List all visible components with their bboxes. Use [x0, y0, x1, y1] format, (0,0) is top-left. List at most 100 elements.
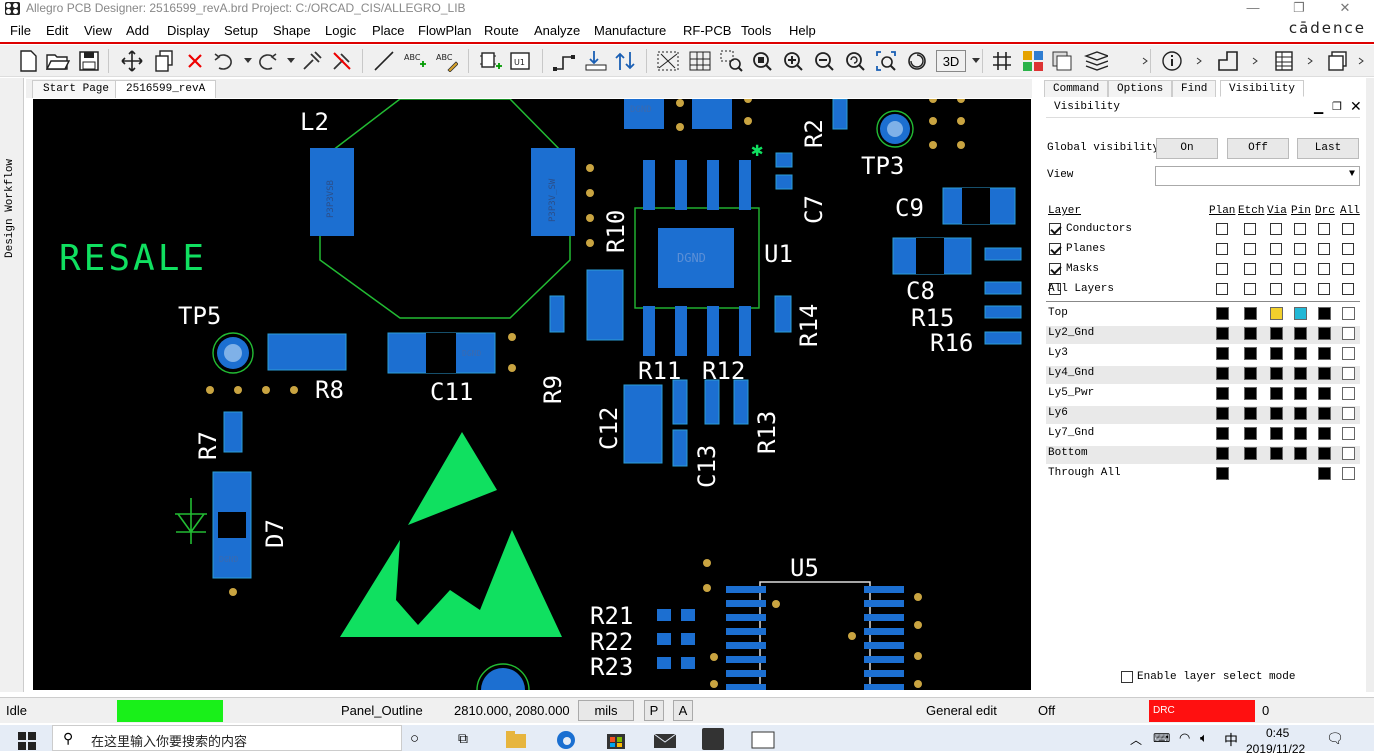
network-device-icon[interactable]: ⌨	[1153, 731, 1171, 745]
menu-help[interactable]: Help	[789, 23, 816, 38]
layer-color-swatch[interactable]	[1318, 427, 1331, 440]
menu-display[interactable]: Display	[167, 23, 210, 38]
toolbar-overflow-icon[interactable]	[1188, 49, 1212, 73]
zoom-previous-icon[interactable]	[843, 49, 867, 73]
layer-color-swatch[interactable]	[1294, 307, 1307, 320]
pad[interactable]	[984, 281, 1022, 295]
layer-color-swatch[interactable]	[1294, 387, 1307, 400]
pad[interactable]	[832, 99, 848, 130]
redo-dropdown-icon[interactable]	[279, 49, 303, 73]
tab-command[interactable]: Command	[1044, 80, 1109, 97]
layer-stack-icon[interactable]	[1084, 49, 1108, 73]
layer-color-swatch[interactable]	[1244, 347, 1257, 360]
new-file-icon[interactable]	[16, 49, 40, 73]
layer-color-swatch[interactable]	[1216, 327, 1229, 340]
panel-scrollbar[interactable]	[1366, 78, 1374, 692]
layer-color-swatch[interactable]	[1270, 447, 1283, 460]
group-column-checkbox[interactable]	[1342, 263, 1354, 275]
toolbar-overflow-icon[interactable]	[1350, 49, 1374, 73]
menu-tools[interactable]: Tools	[741, 23, 772, 38]
r13-pad[interactable]	[733, 379, 749, 425]
layer-color-swatch[interactable]	[1216, 407, 1229, 420]
move-icon[interactable]	[120, 49, 144, 73]
zoom-out-icon[interactable]	[812, 49, 836, 73]
import-logic-icon[interactable]	[584, 49, 608, 73]
layer-color-swatch[interactable]	[1294, 347, 1307, 360]
group-checkbox[interactable]	[1049, 283, 1061, 295]
add-line-icon[interactable]	[372, 49, 396, 73]
layer-color-swatch[interactable]	[1294, 447, 1307, 460]
layer-color-swatch[interactable]	[1294, 327, 1307, 340]
taskbar-search-box[interactable]: ⚲ 在这里输入你要搜索的内容	[52, 725, 402, 751]
layer-color-swatch[interactable]	[1244, 427, 1257, 440]
menu-route[interactable]: Route	[484, 23, 519, 38]
menu-add[interactable]: Add	[126, 23, 150, 38]
layer-color-swatch[interactable]	[1342, 427, 1355, 440]
layer-color-swatch[interactable]	[1270, 307, 1283, 320]
layer-color-swatch[interactable]	[1294, 367, 1307, 380]
zoom-in-icon[interactable]	[781, 49, 805, 73]
menu-shape[interactable]: Shape	[273, 23, 311, 38]
layer-color-swatch[interactable]	[1216, 467, 1229, 480]
pad[interactable]	[624, 99, 664, 129]
l2-pad-left[interactable]	[310, 148, 354, 236]
r14-pad[interactable]	[774, 295, 792, 333]
edge-icon[interactable]	[555, 728, 577, 750]
layer-color-swatch[interactable]	[1342, 347, 1355, 360]
group-checkbox[interactable]	[1049, 263, 1061, 275]
layer-color-swatch[interactable]	[1244, 447, 1257, 460]
group-column-checkbox[interactable]	[1342, 283, 1354, 295]
close-button[interactable]: ✕	[1339, 0, 1351, 15]
menu-manufacture[interactable]: Manufacture	[594, 23, 667, 38]
layer-color-swatch[interactable]	[1294, 427, 1307, 440]
layer-color-swatch[interactable]	[1244, 407, 1257, 420]
task-view-icon[interactable]: ⧉	[458, 730, 468, 746]
undo-dropdown-icon[interactable]	[236, 49, 260, 73]
layer-color-swatch[interactable]	[1270, 427, 1283, 440]
shadow-mode-icon[interactable]	[1050, 49, 1074, 73]
layer-color-swatch[interactable]	[1244, 307, 1257, 320]
ime-indicator[interactable]: 中	[1224, 732, 1238, 748]
global-off-button[interactable]: Off	[1227, 138, 1289, 159]
layer-color-swatch[interactable]	[1318, 387, 1331, 400]
drc-indicator[interactable]: DRC	[1149, 700, 1255, 722]
layer-color-swatch[interactable]	[1342, 467, 1355, 480]
redo-icon[interactable]	[255, 49, 279, 73]
menu-place[interactable]: Place	[372, 23, 405, 38]
maximize-button[interactable]: ❐	[1293, 0, 1305, 15]
layer-color-swatch[interactable]	[1216, 347, 1229, 360]
group-column-checkbox[interactable]	[1270, 283, 1282, 295]
c13-pad[interactable]	[672, 429, 688, 467]
layer-color-swatch[interactable]	[1318, 447, 1331, 460]
open-folder-icon[interactable]	[46, 49, 70, 73]
unfix-icon[interactable]	[330, 49, 354, 73]
group-column-checkbox[interactable]	[1342, 243, 1354, 255]
pad[interactable]	[775, 174, 793, 190]
l2-pad-right[interactable]	[531, 148, 575, 236]
delete-icon[interactable]	[183, 49, 207, 73]
c12-body[interactable]	[623, 384, 663, 464]
info-icon[interactable]	[1160, 49, 1184, 73]
clock-time[interactable]: 0:45	[1266, 726, 1290, 740]
undo-icon[interactable]	[212, 49, 236, 73]
group-checkbox[interactable]	[1049, 223, 1061, 235]
group-column-checkbox[interactable]	[1318, 283, 1330, 295]
pad[interactable]	[984, 247, 1022, 261]
add-text-icon[interactable]: ABC	[402, 49, 426, 73]
layer-color-swatch[interactable]	[1216, 367, 1229, 380]
group-column-checkbox[interactable]	[1216, 223, 1228, 235]
r8-body[interactable]	[267, 333, 347, 371]
save-icon[interactable]	[77, 49, 101, 73]
menu-setup[interactable]: Setup	[224, 23, 258, 38]
p-button[interactable]: P	[644, 700, 664, 721]
tray-expand-icon[interactable]: ︿	[1130, 733, 1143, 747]
group-column-checkbox[interactable]	[1216, 243, 1228, 255]
board-outline-icon[interactable]	[1216, 49, 1240, 73]
group-column-checkbox[interactable]	[1294, 243, 1306, 255]
store-icon[interactable]	[605, 728, 627, 750]
layer-color-swatch[interactable]	[1342, 407, 1355, 420]
layer-color-swatch[interactable]	[1244, 387, 1257, 400]
global-last-button[interactable]: Last	[1297, 138, 1359, 159]
enable-layer-select-checkbox[interactable]	[1121, 671, 1133, 683]
global-on-button[interactable]: On	[1156, 138, 1218, 159]
